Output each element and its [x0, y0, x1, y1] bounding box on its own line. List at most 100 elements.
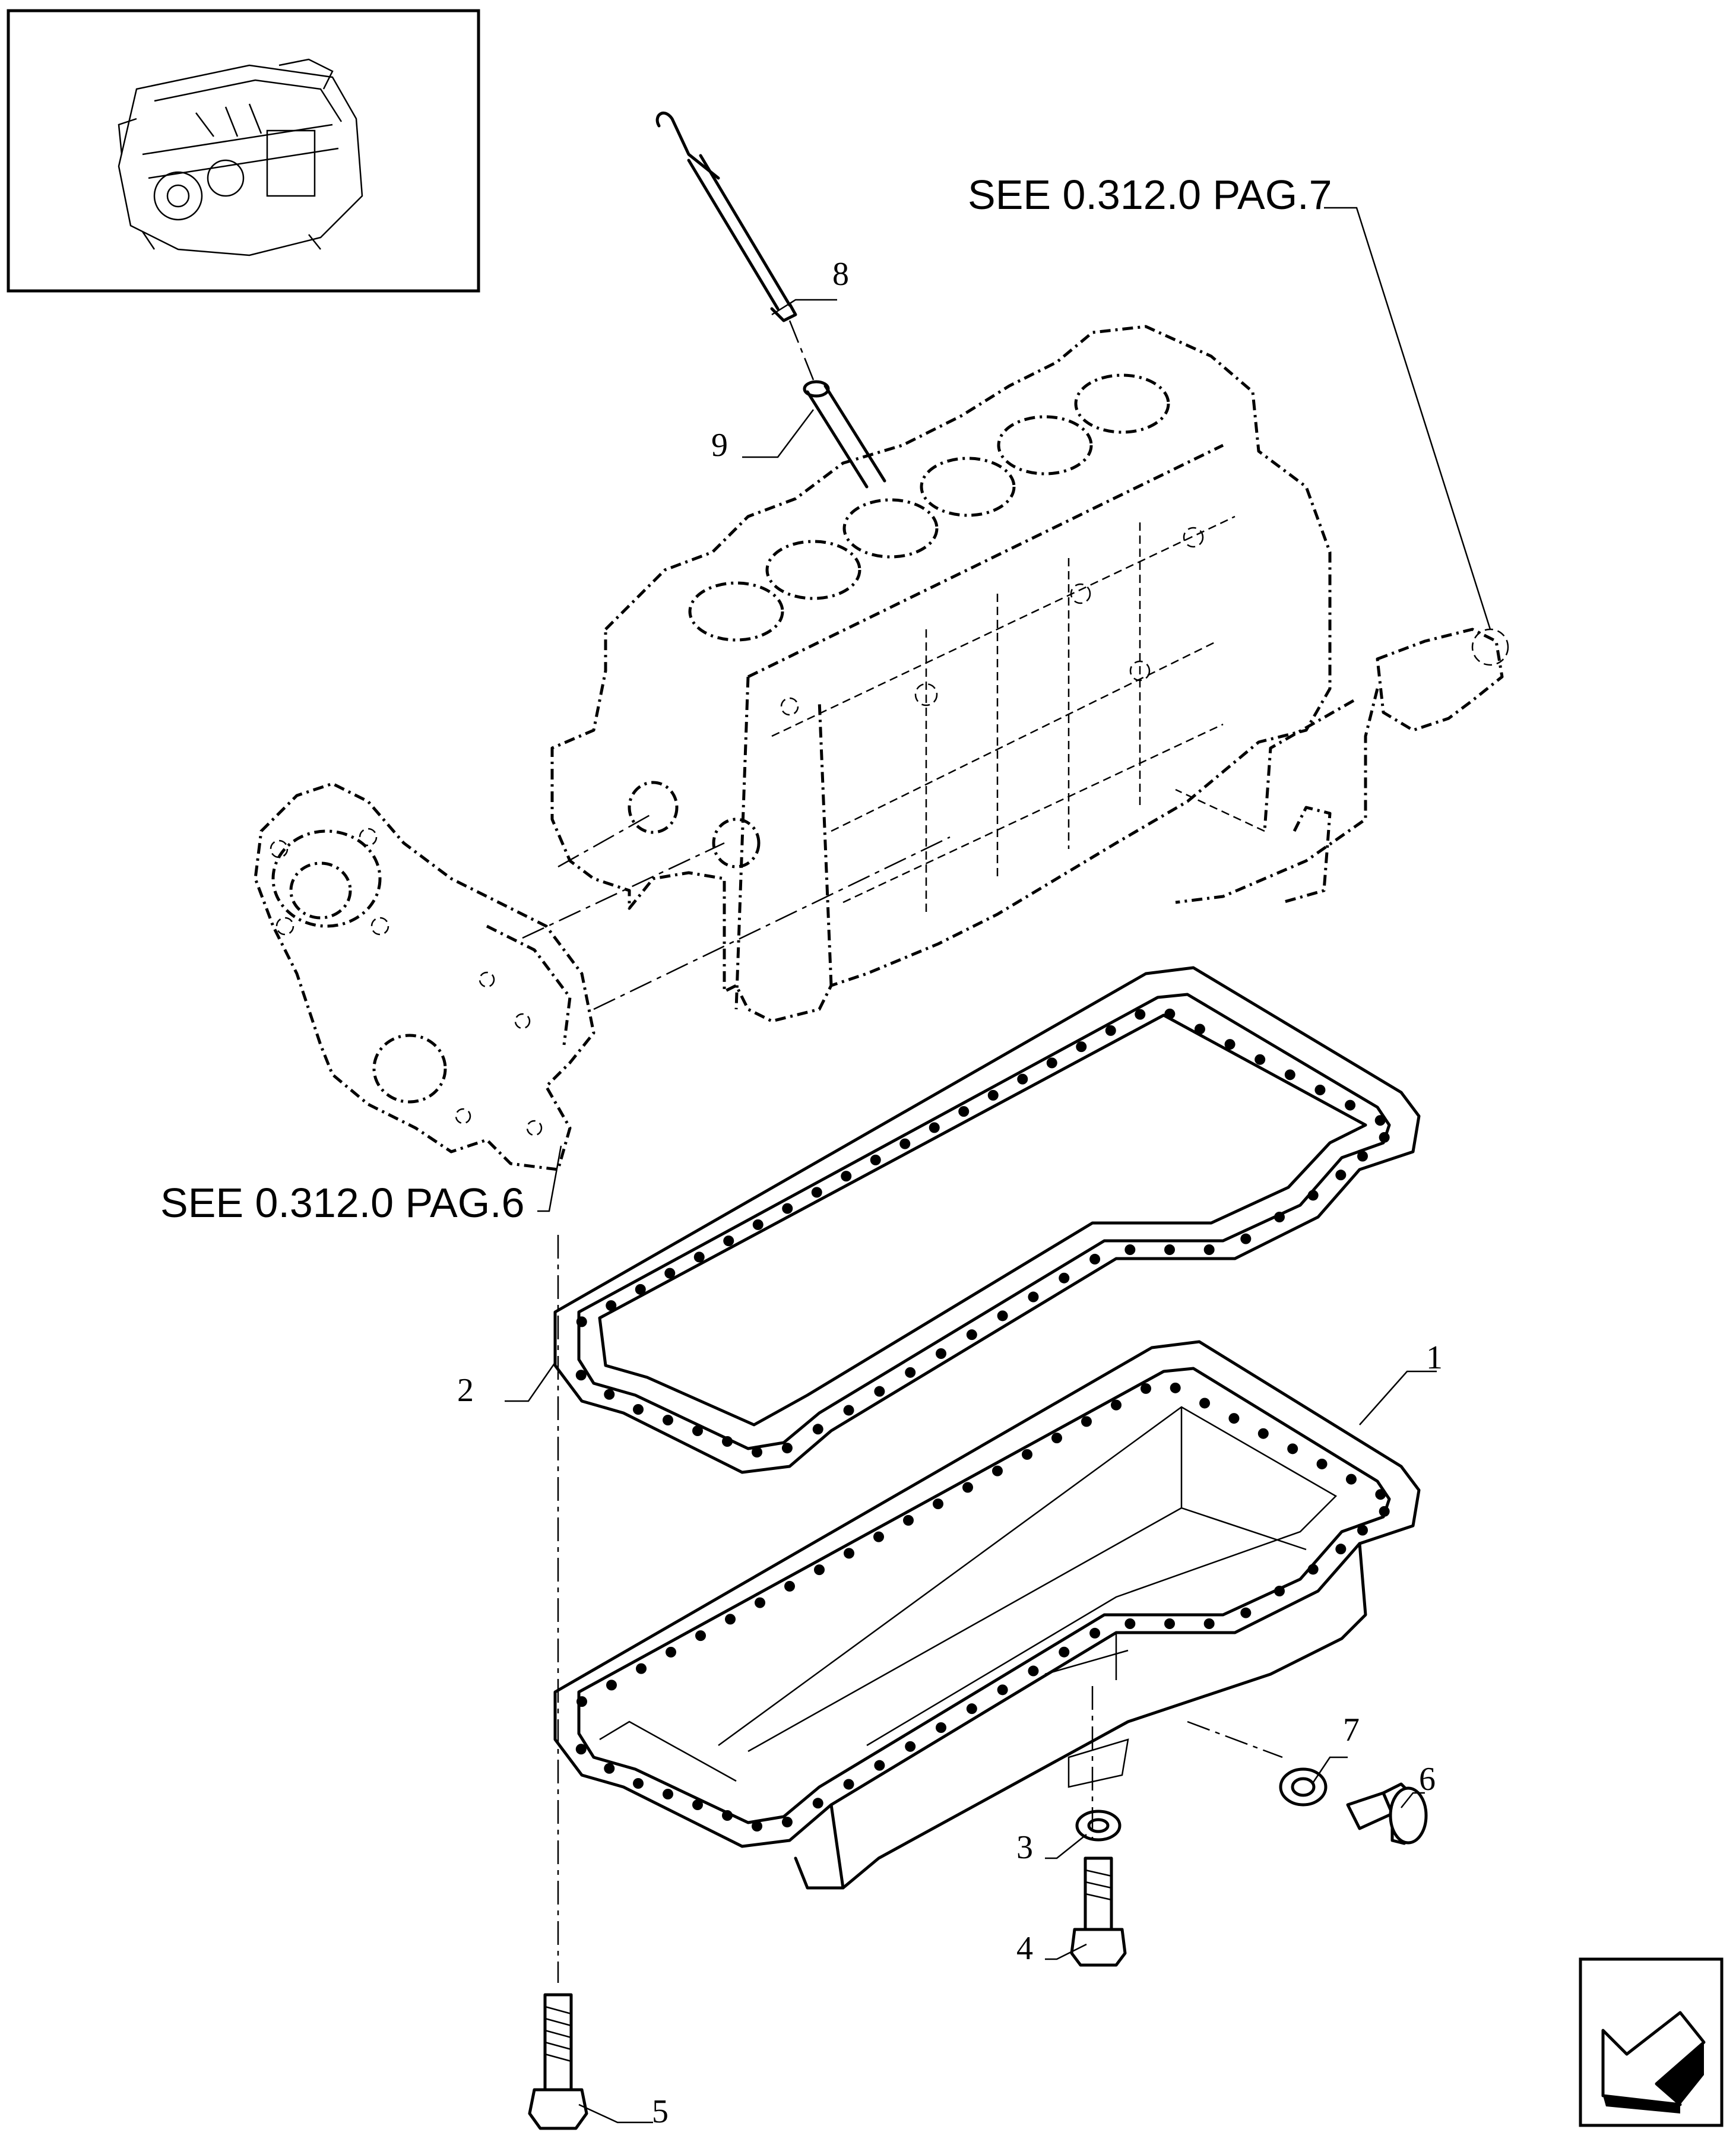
bolt-hole [723, 1235, 734, 1247]
oil-pan-gasket [553, 966, 1421, 1474]
bolt-hole [1203, 1244, 1215, 1255]
callout-5[interactable]: 5 [578, 2093, 669, 2130]
bolt-hole [870, 1154, 881, 1165]
bolt-hole [752, 1821, 762, 1832]
callout-7[interactable]: 7 [1311, 1712, 1360, 1785]
callout-1-label: 1 [1426, 1339, 1443, 1376]
bolt-hole [635, 1284, 646, 1295]
callout-6[interactable]: 6 [1401, 1761, 1436, 1808]
bolt-hole [1022, 1449, 1032, 1460]
bolt-hole [1228, 1413, 1240, 1424]
bolt-hole [1345, 1099, 1356, 1111]
bolt-hole [1257, 1428, 1269, 1439]
callout-5-label: 5 [652, 2093, 669, 2130]
bolt-hole [992, 1465, 1003, 1476]
bolt-hole [1059, 1646, 1070, 1658]
callout-3[interactable]: 3 [1016, 1829, 1087, 1866]
bolt-hole [1194, 1024, 1205, 1035]
bolt-hole [1374, 1115, 1386, 1126]
dipstick [655, 111, 797, 322]
bolt-hole [1316, 1458, 1328, 1469]
bolt-hole [812, 1424, 823, 1435]
bolt-hole [905, 1741, 916, 1752]
reference-top-text: SEE 0.312.0 PAG.7 [968, 172, 1332, 218]
bolt-hole [1307, 1564, 1319, 1575]
bolt-hole [1017, 1073, 1028, 1085]
bolt-hole [633, 1778, 644, 1789]
bolt-hole [812, 1798, 823, 1809]
nav-back-button[interactable] [1579, 1957, 1724, 2127]
callout-4[interactable]: 4 [1016, 1930, 1087, 1967]
bolt-hole [997, 1310, 1008, 1322]
sump-screw [1070, 1856, 1127, 1967]
bolt-hole [1357, 1525, 1368, 1536]
bolt-hole [606, 1680, 617, 1691]
bolt-hole [1124, 1244, 1136, 1255]
callout-9[interactable]: 9 [711, 409, 814, 464]
bolt-hole [1111, 1399, 1122, 1411]
bolt-hole [1255, 1054, 1266, 1065]
bolt-hole [663, 1415, 673, 1425]
bolt-hole [782, 1203, 793, 1214]
bolt-hole [962, 1482, 973, 1493]
bolt-hole [604, 1763, 615, 1774]
bolt-hole [936, 1348, 946, 1359]
bolt-hole [695, 1630, 706, 1642]
bolt-hole [933, 1498, 943, 1510]
bolt-hole [843, 1405, 854, 1416]
bolt-hole [1335, 1544, 1347, 1555]
callout-7-label: 7 [1343, 1712, 1360, 1748]
bolt-hole [1345, 1474, 1357, 1485]
long-screw [528, 1993, 588, 2130]
bolt-hole [1274, 1586, 1285, 1596]
callout-2[interactable]: 2 [457, 1362, 556, 1409]
bolt-hole [874, 1386, 885, 1397]
bolt-hole [1314, 1084, 1326, 1095]
bolt-hole [575, 1370, 587, 1381]
bolt-hole [958, 1106, 970, 1117]
bolt-hole [1135, 1009, 1146, 1020]
bolt-hole [604, 1389, 615, 1400]
bolt-hole [966, 1703, 977, 1715]
bolt-hole [1076, 1041, 1087, 1053]
dipstick-centerline [788, 320, 815, 381]
bolt-hole [903, 1514, 914, 1526]
bolt-hole [1170, 1382, 1181, 1393]
oil-pump [1175, 628, 1509, 904]
callout-9-label: 9 [711, 427, 728, 464]
callout-8[interactable]: 8 [771, 256, 849, 316]
bolt-hole [752, 1447, 762, 1457]
bolt-hole [1203, 1618, 1215, 1629]
bolt-hole [936, 1722, 946, 1733]
bolt-hole [1164, 1008, 1176, 1019]
bolt-hole [576, 1696, 587, 1707]
reference-top[interactable]: SEE 0.312.0 PAG.7 [968, 172, 1491, 630]
bolt-hole [606, 1300, 617, 1311]
bolt-hole [575, 1744, 587, 1755]
bolt-hole [781, 1817, 793, 1828]
bolt-hole [1089, 1253, 1101, 1265]
assembly-centerlines [522, 812, 1283, 1983]
timing-cover [254, 782, 595, 1171]
bolt-hole [1089, 1627, 1101, 1639]
bolt-hole [997, 1684, 1008, 1696]
reference-bottom[interactable]: SEE 0.312.0 PAG.6 [160, 1145, 562, 1226]
bolt-hole [693, 1251, 705, 1263]
bolt-hole [1105, 1025, 1116, 1036]
callout-1[interactable]: 1 [1359, 1339, 1443, 1425]
callout-4-label: 4 [1016, 1930, 1033, 1967]
sump-washer [1075, 1810, 1122, 1842]
engine-thumbnail[interactable] [7, 9, 480, 293]
bolt-hole [755, 1597, 765, 1608]
bolt-hole [666, 1646, 676, 1658]
callout-8-label: 8 [832, 256, 849, 293]
bolt-hole [633, 1404, 644, 1415]
bolt-hole [843, 1779, 854, 1790]
bolt-hole [1059, 1272, 1070, 1284]
bolt-hole [844, 1548, 854, 1559]
bolt-hole [1046, 1057, 1057, 1069]
bolt-hole [1284, 1069, 1295, 1080]
engine-thumbnail-icon [118, 58, 363, 256]
bolt-hole [873, 1531, 884, 1542]
